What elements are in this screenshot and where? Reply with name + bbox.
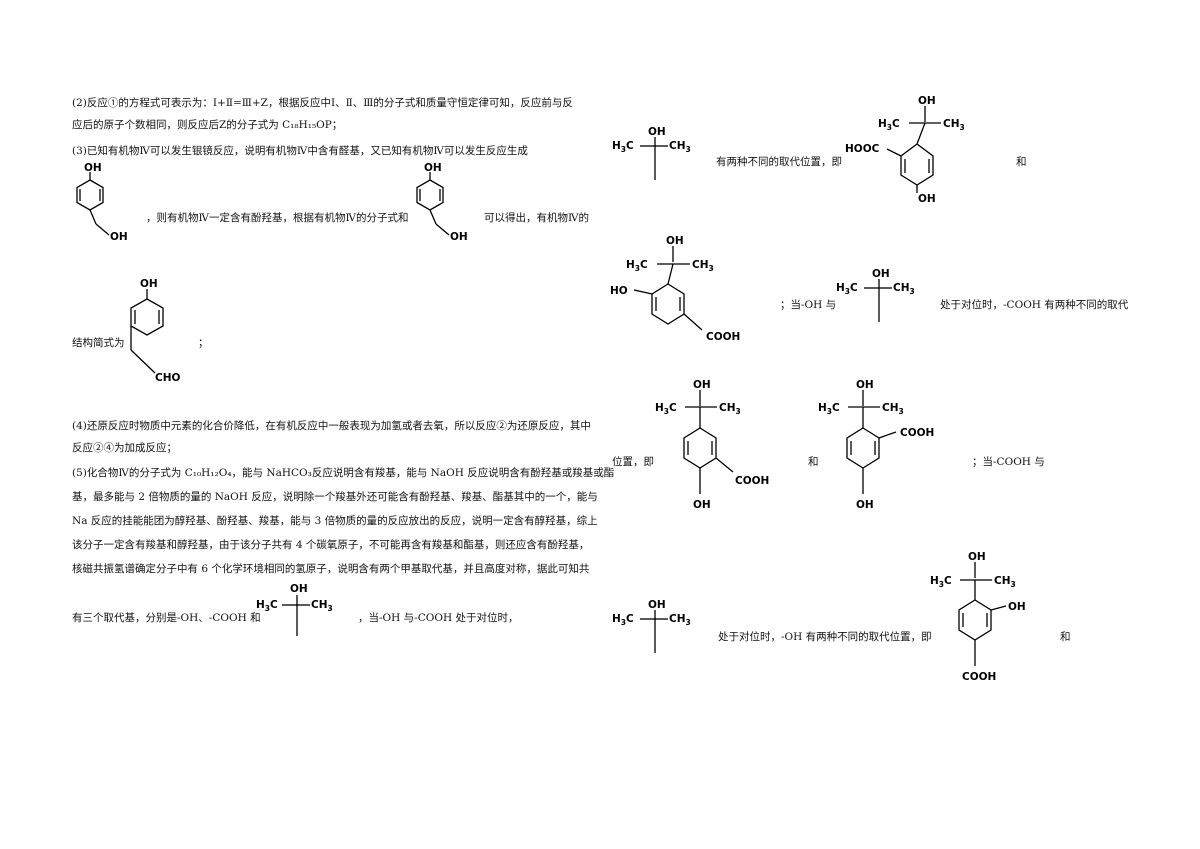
- p5-line5: 核磁共振氢谱确定分子中有 6 个化学环境相同的氢原子，说明含有两个甲基取代基，并…: [72, 563, 590, 575]
- hydroxyethylphenol-structure-1: OH OH: [76, 162, 128, 243]
- isomer-structure-a: OH H3C CH3 HOOC OH: [845, 95, 965, 205]
- atom-cooh: COOH: [706, 331, 740, 343]
- r4-and: 和: [1060, 631, 1071, 643]
- atom-hooc: HOOC: [845, 143, 880, 155]
- atom-oh: OH: [450, 231, 468, 243]
- r2-text2: 处于对位时，-COOH 有两种不同的取代: [940, 299, 1129, 311]
- p5-line4: 该分子一定含有羧基和醇羟基，由于该分子共有 4 个碳氧原子，不可能再含有羧基和酯…: [72, 539, 590, 551]
- svg-text:H3C: H3C: [612, 613, 634, 627]
- atom-oh: OH: [918, 95, 936, 107]
- p5-line6b: ，当-OH 与-COOH 处于对位时，: [358, 612, 519, 624]
- isomer-structure-e: OH H3C CH3 OH COOH: [930, 551, 1026, 683]
- hydroxyphenylacetaldehyde-structure: OH CHO: [130, 278, 180, 384]
- p5-line6a: 有三个取代基，分别是-OH、-COOH 和: [72, 612, 261, 624]
- atom-oh: OH: [872, 268, 890, 280]
- p3-line3a: 结构简式为: [72, 337, 125, 349]
- atom-oh: OH: [693, 499, 711, 511]
- svg-text:CH3: CH3: [882, 402, 904, 416]
- p3-line2a: ，则有机物Ⅳ一定含有酚羟基，根据有机物Ⅳ的分子式和: [146, 212, 409, 224]
- svg-text:H3C: H3C: [612, 140, 634, 154]
- r3-text2: ；当-COOH 与: [972, 456, 1045, 468]
- p3-line3b: ；: [198, 337, 209, 349]
- r3-and: 和: [808, 456, 819, 468]
- p2-line2: 应后的原子个数相同，则反应后Z的分子式为 C₁₈H₁₅OP；: [72, 119, 343, 131]
- p3-line1: (3)已知有机物Ⅳ可以发生银镜反应，说明有机物Ⅳ中含有醛基，又已知有机物Ⅳ可以发…: [72, 145, 528, 157]
- atom-oh: OH: [918, 193, 936, 205]
- r1-text: 有两种不同的取代位置，即: [716, 156, 842, 168]
- atom-ho: HO: [610, 285, 628, 297]
- svg-text:H3C: H3C: [930, 575, 952, 589]
- atom-oh: OH: [1008, 601, 1026, 613]
- atom-oh: OH: [424, 162, 442, 174]
- atom-oh: OH: [648, 126, 666, 138]
- svg-text:CH3: CH3: [669, 613, 691, 627]
- r1-and: 和: [1016, 156, 1027, 168]
- atom-oh: OH: [84, 162, 102, 174]
- atom-oh: OH: [856, 379, 874, 391]
- isomer-structure-d: OH H3C CH3 COOH OH: [818, 379, 934, 511]
- p5-line3: Na 反应的挂能能团为醇羟基、酚羟基、羧基，能与 3 倍物质的量的反应放出的反应…: [72, 515, 598, 527]
- atom-cho: CHO: [155, 372, 180, 384]
- r4-text: 处于对位时，-OH 有两种不同的取代位置，即: [718, 631, 932, 643]
- svg-text:H3C: H3C: [256, 599, 278, 613]
- svg-text:CH3: CH3: [994, 575, 1016, 589]
- svg-text:CH3: CH3: [893, 282, 915, 296]
- p3-line2b: 可以得出，有机物Ⅳ的: [484, 212, 589, 224]
- svg-text:CH3: CH3: [669, 140, 691, 154]
- isomer-structure-c: OH H3C CH3 COOH OH: [655, 379, 769, 511]
- p4-line2: 反应②④为加成反应；: [72, 442, 177, 454]
- svg-text:CH3: CH3: [311, 599, 333, 613]
- svg-text:H3C: H3C: [818, 402, 840, 416]
- svg-text:H3C: H3C: [836, 282, 858, 296]
- p4-line1: (4)还原反应时物质中元素的化合价降低，在有机反应中一般表现为加氢或者去氧，所以…: [72, 420, 591, 432]
- dimethylcarbinol-fragment: OH H3C CH3: [836, 268, 915, 322]
- svg-text:H3C: H3C: [626, 259, 648, 273]
- p5-line2: 基，最多能与 2 倍物质的量的 NaOH 反应，说明除一个羧基外还可能含有酚羟基…: [72, 491, 598, 503]
- svg-text:CH3: CH3: [692, 259, 714, 273]
- svg-text:CH3: CH3: [943, 118, 965, 132]
- dimethylcarbinol-fragment: OH H3C CH3: [612, 126, 691, 180]
- p2-line1: (2)反应①的方程式可表示为：Ⅰ+Ⅱ=Ⅲ+Z，根据反应中Ⅰ、Ⅱ、Ⅲ的分子式和质量…: [72, 97, 573, 109]
- atom-cooh: COOH: [962, 671, 996, 683]
- isomer-structure-b: OH H3C CH3 HO COOH: [610, 235, 740, 343]
- atom-oh: OH: [140, 278, 158, 290]
- dimethylcarbinol-fragment: OH H3C CH3: [612, 599, 691, 653]
- svg-text:CH3: CH3: [719, 402, 741, 416]
- atom-oh: OH: [968, 551, 986, 563]
- r3-text1: 位置，即: [612, 456, 654, 468]
- p5-line1: (5)化合物Ⅳ的分子式为 C₁₀H₁₂O₄，能与 NaHCO₃反应说明含有羧基，…: [72, 467, 615, 479]
- atom-oh: OH: [666, 235, 684, 247]
- atom-oh: OH: [290, 583, 308, 595]
- atom-oh: OH: [693, 379, 711, 391]
- atom-oh: OH: [856, 499, 874, 511]
- atom-cooh: COOH: [900, 427, 934, 439]
- r2-text1: ；当-OH 与: [780, 299, 837, 311]
- hydroxyethylphenol-structure-2: OH OH: [416, 162, 468, 243]
- svg-text:H3C: H3C: [655, 402, 677, 416]
- dimethylcarbinol-fragment: OH H3C CH3: [256, 583, 333, 636]
- atom-cooh: COOH: [735, 475, 769, 487]
- svg-text:H3C: H3C: [878, 118, 900, 132]
- atom-oh: OH: [110, 231, 128, 243]
- atom-oh: OH: [648, 599, 666, 611]
